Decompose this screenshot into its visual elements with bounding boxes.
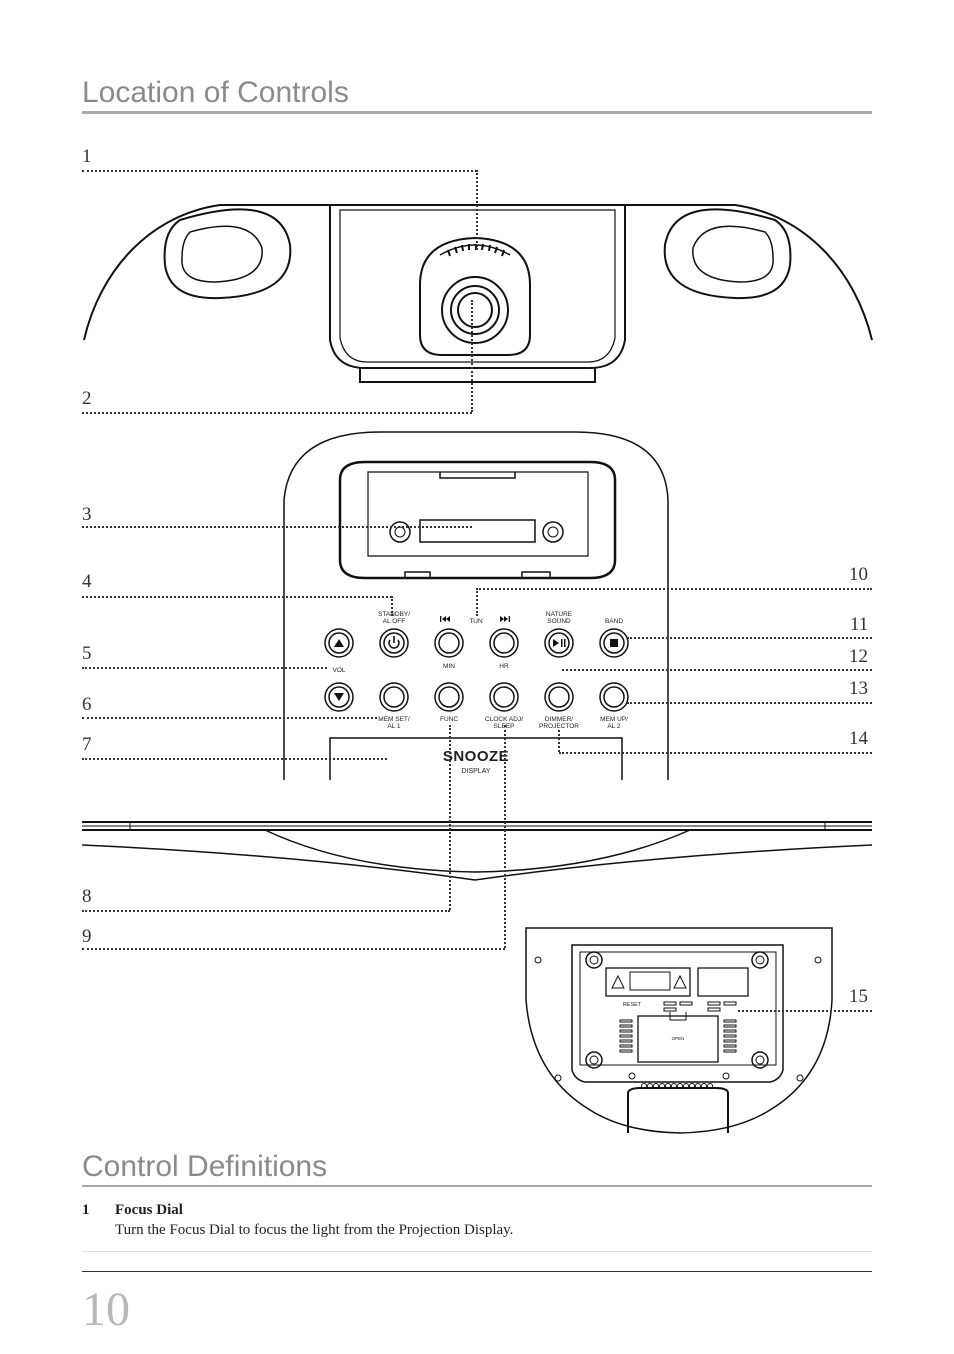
label-memup-l1: MEM UP/ — [600, 716, 628, 723]
label-vol: VOL — [332, 667, 345, 674]
label-open: OPEN — [672, 1036, 685, 1041]
label-display: DISPLAY — [461, 768, 490, 775]
leader-8-rise — [449, 725, 451, 910]
callout-15: 15 — [849, 986, 868, 1007]
leader-13 — [627, 702, 872, 704]
label-memset-l2: AL 1 — [387, 723, 401, 730]
label-memset-l1: MEM SET/ — [378, 716, 410, 723]
page-number: 10 — [82, 1283, 130, 1336]
section-rule-2 — [82, 1185, 872, 1187]
label-nature-l2: SOUND — [547, 618, 571, 625]
callout-7: 7 — [82, 734, 92, 755]
leader-14-rise — [558, 730, 560, 752]
label-func: FUNC — [440, 716, 458, 723]
section-rule — [82, 111, 872, 114]
section-title-definitions: Control Definitions — [82, 1150, 328, 1183]
definition-number: 1 — [82, 1202, 90, 1218]
leader-5 — [82, 667, 327, 669]
definition-divider — [82, 1251, 872, 1252]
front-panel-drawing: STANDBY/ AL OFF TUN NATURE SOUND BAND VO… — [283, 431, 669, 780]
base-edge-drawing — [81, 821, 873, 881]
label-dimmer-l2: PROJECTOR — [539, 723, 579, 730]
callout-3: 3 — [82, 504, 92, 525]
definition-text: Turn the Focus Dial to focus the light f… — [115, 1222, 514, 1238]
callout-10: 10 — [849, 564, 868, 585]
callout-9: 9 — [82, 926, 92, 947]
leader-11 — [627, 637, 872, 639]
leader-14 — [559, 752, 872, 754]
callout-4: 4 — [82, 571, 92, 592]
leader-4 — [82, 596, 392, 598]
leader-1-drop — [476, 170, 478, 250]
callout-5: 5 — [82, 643, 92, 664]
label-hr: HR — [499, 663, 509, 670]
callout-11: 11 — [850, 614, 869, 635]
leader-4-drop — [391, 596, 393, 616]
callout-13: 13 — [849, 678, 868, 699]
leader-2-rise — [471, 300, 473, 412]
callout-6: 6 — [82, 694, 92, 715]
leader-9 — [82, 948, 505, 950]
callout-14: 14 — [849, 728, 868, 749]
callout-2: 2 — [82, 388, 92, 409]
label-reset: RESET — [623, 1002, 642, 1008]
label-clock-l1: CLOCK ADJ/ — [485, 716, 523, 723]
label-min: MIN — [443, 663, 455, 670]
leader-15 — [738, 1010, 872, 1012]
label-band: BAND — [605, 618, 623, 625]
label-tun: TUN — [469, 618, 483, 625]
leader-10-drop — [476, 588, 478, 616]
leader-10 — [476, 588, 872, 590]
footer-rule — [82, 1271, 872, 1272]
leader-3 — [82, 526, 472, 528]
back-view-drawing: RESET OPEN — [525, 927, 833, 1134]
callout-8: 8 — [82, 886, 92, 907]
label-nature-l1: NATURE — [546, 611, 573, 618]
leader-2 — [82, 412, 472, 414]
label-snooze: SNOOZE — [443, 748, 509, 765]
callout-1: 1 — [82, 146, 92, 167]
label-memup-l2: AL 2 — [607, 723, 621, 730]
label-standby-l2: AL OFF — [383, 618, 406, 625]
leader-1 — [82, 170, 477, 172]
top-view-drawing — [83, 204, 873, 383]
label-standby-l1: STANDBY/ — [378, 611, 410, 618]
section-title-location: Location of Controls — [82, 76, 349, 109]
leader-6 — [82, 717, 377, 719]
callout-12: 12 — [849, 646, 868, 667]
leader-9-rise — [504, 725, 506, 948]
leader-7 — [82, 758, 387, 760]
leader-8 — [82, 910, 450, 912]
leader-12 — [562, 669, 872, 671]
definition-title: Focus Dial — [115, 1202, 183, 1218]
label-dimmer-l1: DIMMER/ — [545, 716, 573, 723]
